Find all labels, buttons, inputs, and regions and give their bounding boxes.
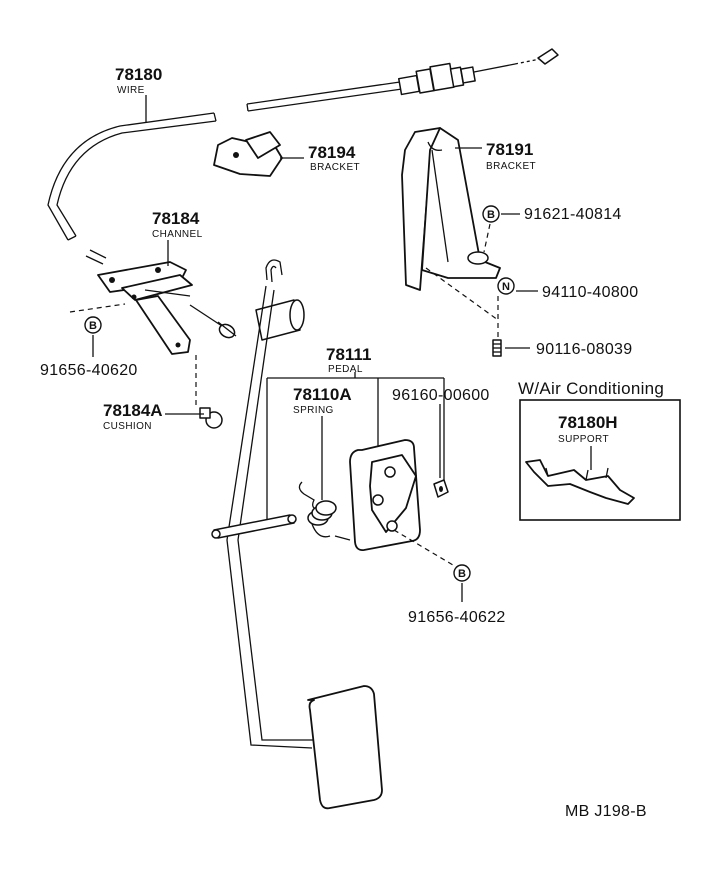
nut-96160-number: 96160-00600 xyxy=(392,387,490,404)
bracket-large-number: 78191 xyxy=(486,140,533,159)
fastener-91656-40622-symbol: B xyxy=(458,568,466,580)
inset-title: W/Air Conditioning xyxy=(518,379,664,398)
spring xyxy=(298,481,337,538)
fastener-91621-symbol: B xyxy=(487,209,495,221)
wire-name: WIRE xyxy=(117,85,145,96)
bracket-small xyxy=(213,131,283,177)
nut-96160 xyxy=(433,479,449,498)
support-number: 78180H xyxy=(558,413,618,432)
pedal-number: 78111 xyxy=(326,345,371,364)
support-name: SUPPORT xyxy=(558,434,609,445)
bracket-large xyxy=(401,127,501,291)
pedal-name: PEDAL xyxy=(328,364,363,375)
bracket-small-name: BRACKET xyxy=(310,162,360,173)
bracket-small-number: 78194 xyxy=(308,143,356,162)
fastener-94110-symbol: N xyxy=(502,281,510,293)
fastener-90116-number: 90116-08039 xyxy=(536,341,632,358)
fastener-94110-number: 94110-40800 xyxy=(542,284,638,301)
pedal-bracket-plate xyxy=(334,439,421,551)
fastener-91656-40620: B 91656-40620 xyxy=(40,303,138,379)
channel xyxy=(97,261,193,355)
fastener-91656-40620-number: 91656-40620 xyxy=(40,362,138,379)
inset-box xyxy=(519,399,681,521)
fastener-91656-40622: B 91656-40622 xyxy=(393,529,506,626)
fastener-91621: B 91621-40814 xyxy=(482,205,622,253)
bracket-large-name: BRACKET xyxy=(486,161,536,172)
wire-number: 78180 xyxy=(115,65,162,84)
channel-number: 78184 xyxy=(152,209,200,228)
channel-name: CHANNEL xyxy=(152,229,203,240)
fastener-91656-40622-number: 91656-40622 xyxy=(408,609,506,626)
fastener-94110: N 94110-40800 xyxy=(425,267,638,338)
cushion-number: 78184A xyxy=(103,401,163,420)
fastener-91621-number: 91621-40814 xyxy=(524,206,622,223)
accelerator-wire xyxy=(47,48,559,339)
cushion-name: CUSHION xyxy=(103,421,152,432)
fastener-90116: 90116-08039 xyxy=(492,339,632,358)
spring-number: 78110A xyxy=(293,385,352,404)
diagram-code: MB J198-B xyxy=(565,803,647,820)
pedal xyxy=(211,259,383,810)
fastener-91656-40620-symbol: B xyxy=(89,320,97,332)
cushion xyxy=(165,355,223,429)
spring-name: SPRING xyxy=(293,405,334,416)
